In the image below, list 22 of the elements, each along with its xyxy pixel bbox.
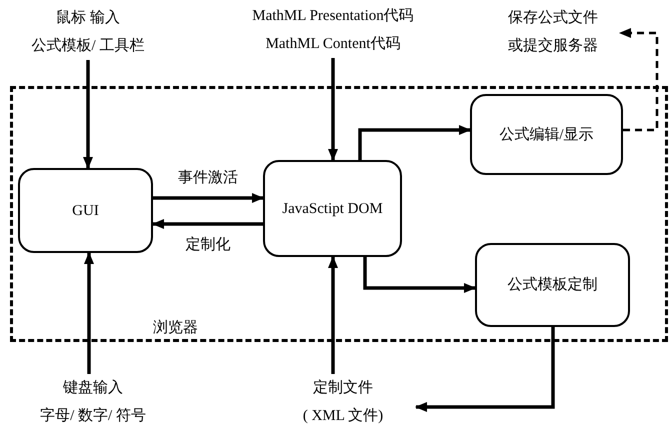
arrow xyxy=(363,257,476,293)
arrow xyxy=(84,252,94,374)
arrow xyxy=(619,28,658,132)
process-box: JavaSctipt DOM xyxy=(263,160,402,257)
arrow xyxy=(328,58,338,161)
arrow xyxy=(152,219,263,229)
arrow xyxy=(415,327,555,412)
input-label: 键盘输入 字母/ 数字/ 符号 xyxy=(18,374,168,430)
input-label: 定制文件 ( XML 文件) xyxy=(270,374,416,430)
arrow xyxy=(153,193,264,203)
process-box: 公式模板定制 xyxy=(475,243,630,327)
input-label: 鼠标 输入 公式模板/ 工具栏 xyxy=(18,4,158,60)
input-label: MathML Presentation代码 MathML Content代码 xyxy=(228,2,438,58)
frame-label: 浏览器 xyxy=(153,318,198,337)
process-box: GUI xyxy=(18,168,153,253)
edge-label: 定制化 xyxy=(182,236,234,254)
process-box: 公式编辑/显示 xyxy=(470,94,623,175)
arrow xyxy=(358,125,471,160)
input-label: 保存公式文件 或提交服务器 xyxy=(486,4,620,62)
arrow xyxy=(83,60,93,169)
arrow xyxy=(328,256,338,374)
browser-frame xyxy=(10,86,668,342)
